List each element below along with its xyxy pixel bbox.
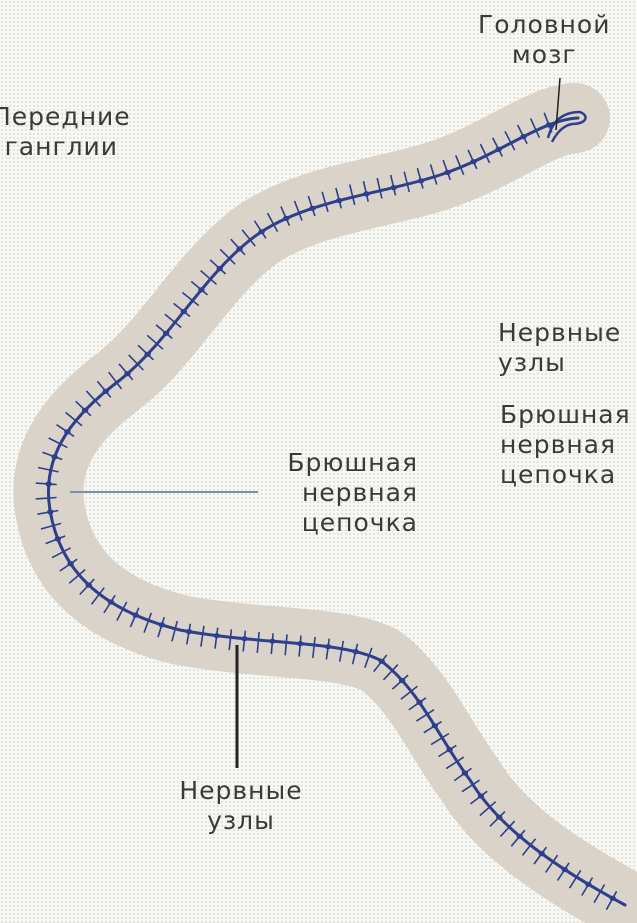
nerve-ganglion xyxy=(562,867,568,872)
label-front-ganglia: Передние ганглии xyxy=(0,102,131,162)
nerve-ganglion xyxy=(539,851,545,856)
nerve-ganglion xyxy=(132,613,138,618)
nerve-ganglion xyxy=(103,389,109,394)
label-brain: Головной мозг xyxy=(478,10,610,70)
nerve-ganglion xyxy=(309,206,315,211)
label-nerve-nodes-right: Нервные узлы xyxy=(498,318,621,378)
nerve-ganglion xyxy=(186,629,192,634)
nerve-ganglion xyxy=(283,216,289,221)
nerve-ganglion xyxy=(144,352,150,357)
nerve-ganglion xyxy=(269,639,275,644)
nerve-ganglion xyxy=(610,896,616,901)
nerve-ganglion xyxy=(236,246,242,251)
nerve-ganglion xyxy=(159,622,165,627)
nerve-ganglion xyxy=(379,659,385,664)
nerve-ganglion xyxy=(585,882,591,887)
nerve-ganglion xyxy=(363,191,369,196)
nerve-ganglion xyxy=(47,509,53,514)
label-nerve-nodes-bottom: Нервные узлы xyxy=(166,776,316,836)
nerve-ganglion xyxy=(82,408,88,413)
nerve-ganglion xyxy=(67,561,73,566)
nerve-ganglion xyxy=(470,159,476,164)
nerve-ganglion xyxy=(214,633,220,638)
nerve-ganglion xyxy=(444,170,450,175)
nerve-ganglion xyxy=(517,834,523,839)
nerve-ganglion xyxy=(241,636,247,641)
nerve-ganglion xyxy=(416,700,422,705)
label-ventral-chain-center: Брюшная нервная цепочка xyxy=(258,448,418,538)
nerve-ganglion xyxy=(496,815,502,820)
nerve-ganglion xyxy=(478,793,484,798)
nerve-ganglion xyxy=(336,198,342,203)
nerve-ganglion xyxy=(108,599,114,604)
nerve-ganglion xyxy=(51,454,57,459)
nerve-ganglion xyxy=(46,481,52,486)
nerve-ganglion xyxy=(64,429,70,434)
label-ventral-chain-right: Брюшная нервная цепочка xyxy=(500,400,631,490)
nerve-ganglion xyxy=(86,582,92,587)
nerve-ganglion xyxy=(258,229,264,234)
nerve-ganglion xyxy=(325,644,331,649)
nerve-ganglion xyxy=(217,266,223,271)
nerve-ganglion xyxy=(546,122,552,127)
nerve-ganglion xyxy=(297,641,303,646)
nerve-ganglion xyxy=(181,309,187,314)
nerve-ganglion xyxy=(353,649,359,654)
nerve-ganglion xyxy=(124,371,130,376)
nerve-ganglion xyxy=(520,134,526,139)
nerve-ganglion xyxy=(391,185,397,190)
nerve-ganglion xyxy=(163,331,169,336)
nerve-ganglion xyxy=(446,747,452,752)
nerve-ganglion xyxy=(198,287,204,292)
nerve-ganglion xyxy=(418,178,424,183)
nerve-ganglion xyxy=(495,147,501,152)
nerve-ganglion xyxy=(432,723,438,728)
nerve-ganglion xyxy=(399,678,405,683)
nerve-ganglion xyxy=(55,536,61,541)
nerve-ganglion xyxy=(462,770,468,775)
